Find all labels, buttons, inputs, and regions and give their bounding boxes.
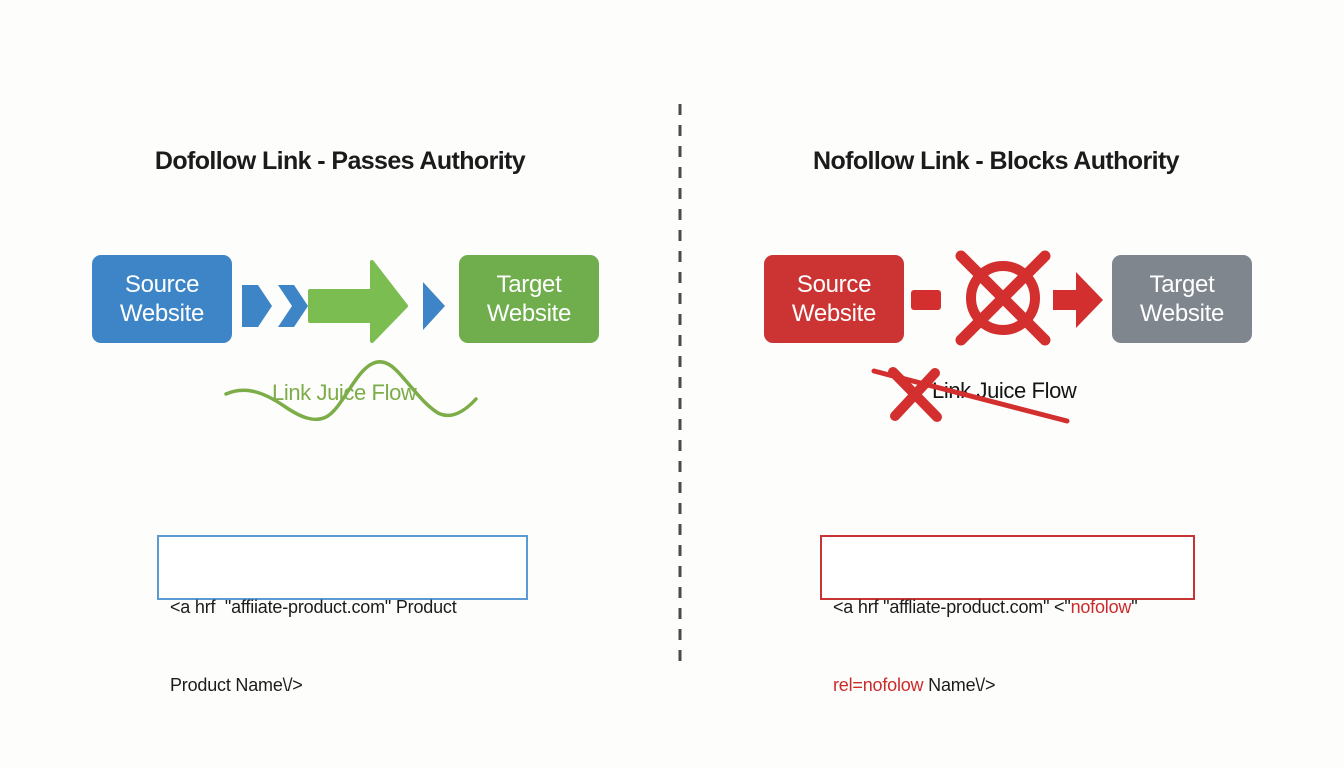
code-text: Name\/> xyxy=(923,675,996,695)
dofollow-code-snippet: <a hrf "affiiate-product.com" Product Pr… xyxy=(157,535,528,695)
blue-triangle-icon xyxy=(423,282,445,330)
box-label-line: Target xyxy=(496,271,562,298)
box-label-line: Website xyxy=(791,300,877,327)
code-text-red: rel=nofolow xyxy=(833,675,924,695)
nofollow-source-website-box: Source Website xyxy=(764,255,904,343)
link-juice-wave-icon xyxy=(224,360,478,422)
nofollow-code-snippet: <a hrf "affliate-product.com" <"nofolow"… xyxy=(820,535,1195,695)
box-label-line: Source xyxy=(796,271,872,298)
panel-divider xyxy=(678,104,682,662)
code-text: <a hrf "affliate-product.com" <" xyxy=(833,597,1071,617)
nofollow-blocked-arrow-icon xyxy=(911,250,1103,346)
dofollow-title: Dofollow Link - Passes Authority xyxy=(154,147,526,175)
box-label-line: Website xyxy=(119,300,205,327)
code-line: <a hrf "affiiate-product.com" Product xyxy=(170,597,457,617)
nofollow-target-website-box: Target Website xyxy=(1112,255,1252,343)
blocked-circle-icon xyxy=(966,261,1040,335)
box-label-line: Website xyxy=(1139,300,1225,327)
box-label-line: Source xyxy=(124,271,200,298)
crossed-out-icon xyxy=(871,367,1070,424)
dofollow-flow-arrows-icon xyxy=(242,260,445,343)
blue-chevron-icon xyxy=(278,285,308,327)
red-arrow-body-icon xyxy=(1053,290,1078,310)
blocked-x-icon xyxy=(955,250,1051,346)
box-label-line: Website xyxy=(486,300,572,327)
box-label-line: Target xyxy=(1149,271,1215,298)
code-line: Product Name\/> xyxy=(170,675,303,695)
dofollow-link-juice-flow-label: Link Juice Flow xyxy=(272,380,417,405)
code-text-red: nofolow xyxy=(1070,597,1132,617)
dofollow-source-website-box: Source Website xyxy=(92,255,232,343)
nofollow-title: Nofollow Link - Blocks Authority xyxy=(813,147,1180,175)
red-arrow-head-icon xyxy=(1076,272,1103,328)
red-dash-icon xyxy=(911,290,941,310)
blue-pentagon-arrow-icon xyxy=(242,285,272,327)
code-line: rel=nofolow Name\/> xyxy=(833,672,1182,698)
code-text: " xyxy=(1131,597,1138,617)
red-x-icon xyxy=(890,368,940,421)
code-line: <a hrf "affliate-product.com" <"nofolow" xyxy=(833,594,1182,620)
green-arrow-icon xyxy=(308,260,408,343)
dofollow-target-website-box: Target Website xyxy=(459,255,599,343)
